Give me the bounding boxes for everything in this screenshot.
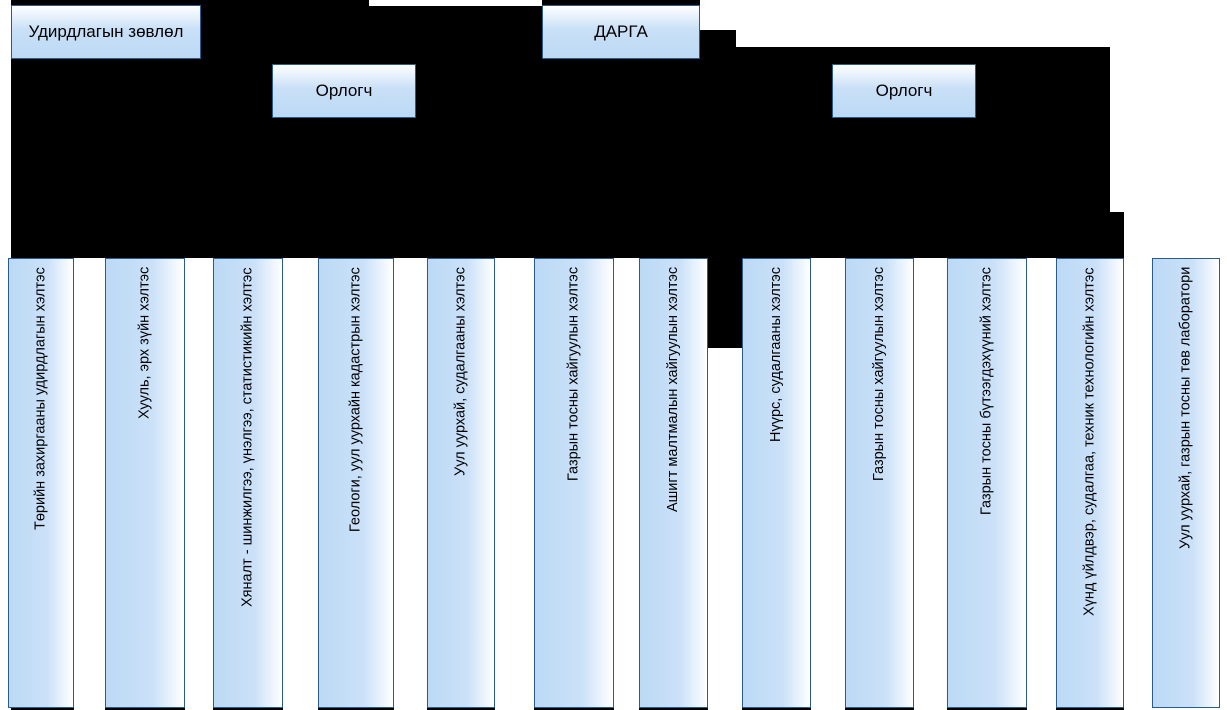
node-dept-5-label: Уул уурхай, судалгааны хэлтэс — [452, 267, 469, 476]
node-dept-2-label: Хууль, эрх зүйн хэлтэс — [136, 267, 153, 420]
node-chairman[interactable]: ДАРГА — [542, 5, 700, 59]
node-dept-7[interactable]: Ашигт малтмалын хайгуулын хэлтэс — [639, 258, 708, 708]
connector-strip-bottom-f — [614, 258, 639, 710]
connector-strip-upper-right — [736, 0, 1227, 47]
connector-strip-bottom-g — [811, 258, 845, 710]
node-dept-8-label: Нүүрс, судалгааны хэлтэс — [768, 267, 785, 442]
node-deputy-left[interactable]: Орлогч — [272, 64, 416, 118]
connector-strip-top-mid — [369, 0, 542, 6]
node-dept-4-label: Геологи, уул уурхайн кадастрын хэлтэс — [347, 267, 364, 532]
node-dept-10-label: Газрын тосны бүтээгдэхүүний хэлтэс — [978, 267, 995, 515]
connector-strip-right-edge — [1110, 47, 1227, 212]
node-dept-6[interactable]: Газрын тосны хайгуулын хэлтэс — [534, 258, 614, 708]
node-dept-11-label: Хүнд үйлдвэр, судалгаа, техник технологи… — [1081, 267, 1098, 616]
node-deputy-right-label: Орлогч — [875, 81, 933, 101]
node-dept-5[interactable]: Уул уурхай, судалгааны хэлтэс — [427, 258, 495, 708]
node-council[interactable]: Удирдлагын зөвлөл — [11, 5, 201, 59]
connector-strip-bottom-b — [185, 258, 213, 710]
connector-strip-bottom-c — [283, 258, 318, 710]
node-dept-10[interactable]: Газрын тосны бүтээгдэхүүний хэлтэс — [947, 258, 1027, 708]
node-dept-3[interactable]: Хяналт - шинжилгээ, үнэлгээ, статистикий… — [213, 258, 283, 708]
node-chairman-label: ДАРГА — [594, 22, 648, 42]
connector-strip-bottom-e — [495, 258, 534, 710]
node-deputy-left-label: Орлогч — [315, 81, 373, 101]
node-dept-3-label: Хяналт - шинжилгээ, үнэлгээ, статистикий… — [239, 267, 256, 607]
node-dept-2[interactable]: Хууль, эрх зүйн хэлтэс — [105, 258, 185, 708]
node-dept-12-label: Уул уурхай, газрын тосны төв лаборатори — [1177, 267, 1194, 550]
node-council-label: Удирдлагын зөвлөл — [28, 22, 184, 42]
connector-strip-bottom-left — [74, 258, 105, 710]
node-dept-11[interactable]: Хүнд үйлдвэр, судалгаа, техник технологи… — [1056, 258, 1124, 708]
node-dept-1-label: Төрийн захиргааны удирдлагын хэлтэс — [32, 267, 49, 530]
node-dept-1[interactable]: Төрийн захиргааны удирдлагын хэлтэс — [8, 258, 74, 708]
connector-strip-bottom-d — [394, 258, 427, 710]
node-dept-7-label: Ашигт малтмалын хайгуулын хэлтэс — [665, 267, 682, 513]
connector-strip-mid-gap — [708, 348, 742, 710]
node-dept-9-label: Газрын тосны хайгуулын хэлтэс — [871, 267, 888, 482]
node-deputy-right[interactable]: Орлогч — [832, 64, 976, 118]
connector-strip-top-left — [0, 0, 11, 710]
connector-strip-bottom-h — [914, 258, 947, 710]
connector-strip-bottom-i — [1027, 258, 1056, 710]
node-dept-8[interactable]: Нүүрс, судалгааны хэлтэс — [742, 258, 811, 708]
node-dept-12[interactable]: Уул уурхай, газрын тосны төв лаборатори — [1152, 258, 1220, 708]
node-dept-6-label: Газрын тосны хайгуулын хэлтэс — [565, 267, 582, 482]
connector-strip-top-right — [700, 0, 736, 30]
node-dept-9[interactable]: Газрын тосны хайгуулын хэлтэс — [845, 258, 914, 708]
node-dept-4[interactable]: Геологи, уул уурхайн кадастрын хэлтэс — [318, 258, 394, 708]
